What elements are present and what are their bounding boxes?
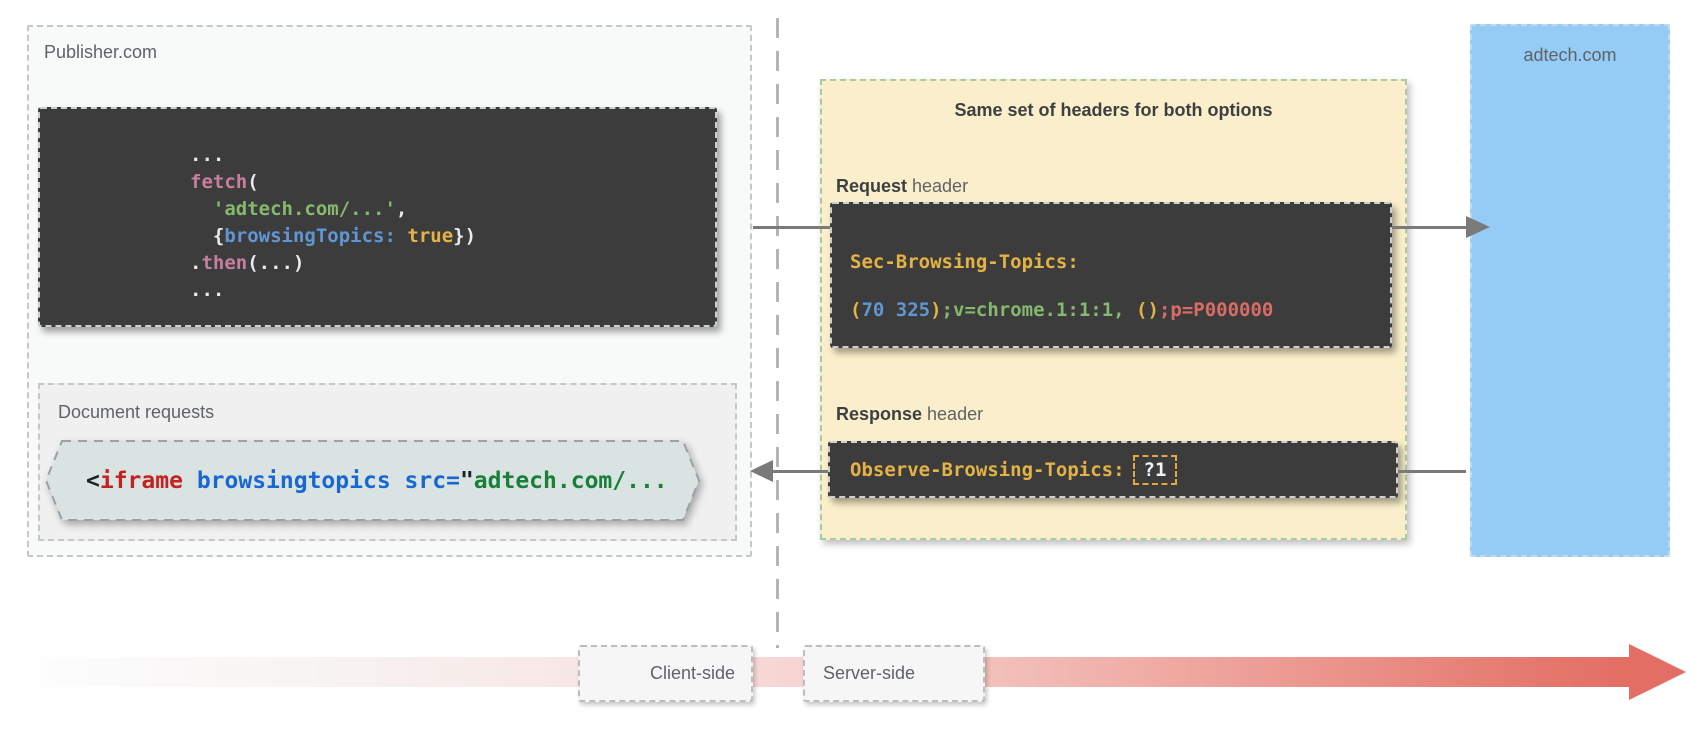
response-header-code-block: Observe-Browsing-Topics:?1 <box>828 441 1398 498</box>
response-header-label: Response header <box>836 404 983 425</box>
fetch-code-block: ...fetch( 'adtech.com/...', {browsingTop… <box>38 107 717 327</box>
headers-panel-title: Same set of headers for both options <box>954 100 1273 120</box>
request-arrow-line <box>1392 226 1467 229</box>
response-header-label-bold: Response <box>836 404 923 424</box>
response-connector-line <box>1398 470 1466 473</box>
server-side-badge: Server-side <box>803 645 985 702</box>
response-header-label-rest: header <box>922 404 984 424</box>
request-arrowhead-icon <box>1466 216 1490 238</box>
iframe-code: <iframe browsingtopics src="adtech.com/.… <box>86 467 668 494</box>
response-arrowhead-icon <box>750 460 773 482</box>
request-header-label: Request header <box>836 176 968 197</box>
client-side-badge: Client-side <box>578 645 753 702</box>
request-header-label-rest: header <box>907 176 969 196</box>
timeline-arrowhead-icon <box>1629 644 1686 700</box>
request-header-label-bold: Request <box>836 176 908 196</box>
iframe-tag-shape <box>45 440 700 521</box>
client-side-label: Client-side <box>649 663 735 683</box>
document-requests-label: Document requests <box>58 402 215 422</box>
response-arrow-line <box>772 470 828 473</box>
server-side-label: Server-side <box>823 663 916 683</box>
client-server-divider <box>776 18 779 648</box>
request-header-code-block: Sec-Browsing-Topics:(70 325);v=chrome.1:… <box>830 202 1392 348</box>
request-connector-line <box>753 226 830 229</box>
adtech-label: adtech.com <box>1523 45 1617 65</box>
adtech-container <box>1470 24 1670 557</box>
publisher-label: Publisher.com <box>44 42 158 62</box>
